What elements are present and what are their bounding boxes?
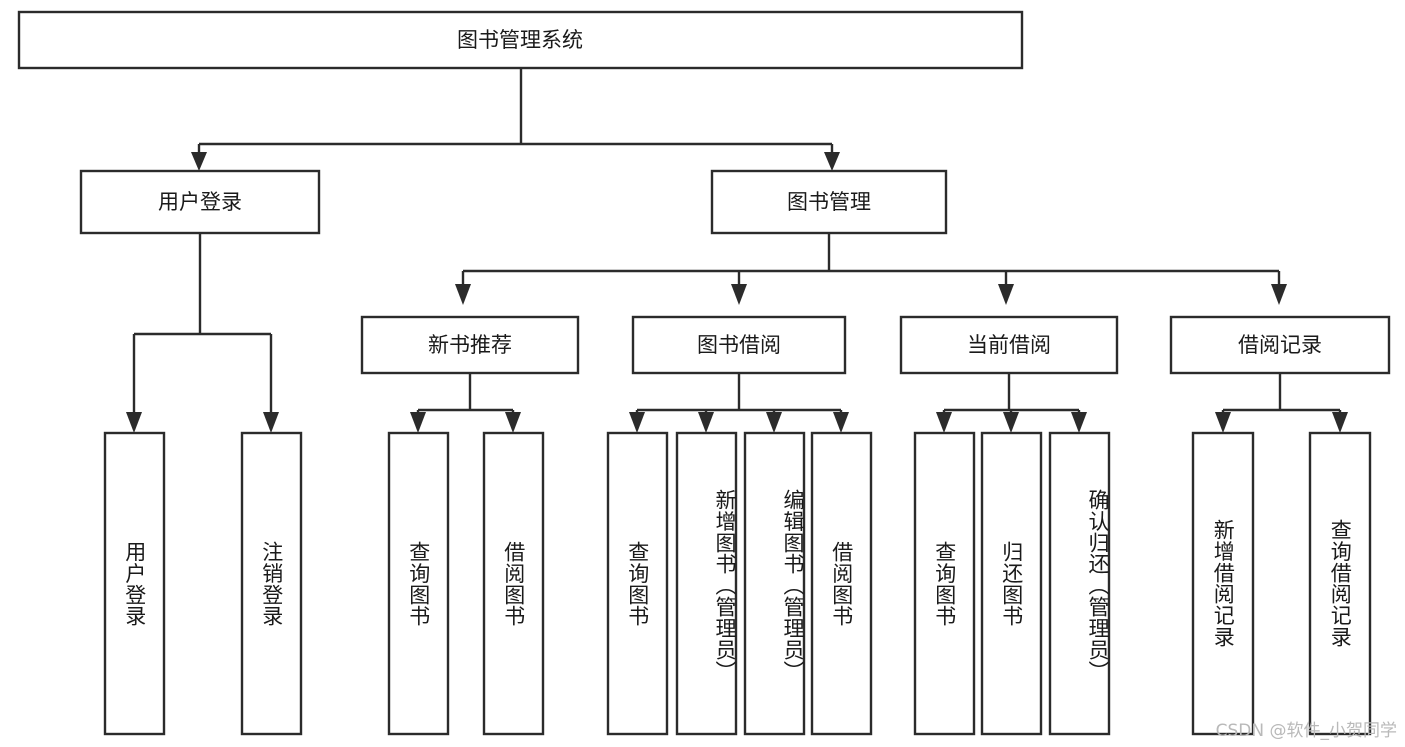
node-borrow-record[interactable]: 借阅记录	[1169, 315, 1391, 375]
arrow-head-icon	[191, 152, 207, 171]
arrow-head-icon	[1271, 284, 1287, 305]
node-book-manage[interactable]: 图书管理	[710, 169, 948, 235]
node-root-box[interactable]	[17, 10, 1024, 70]
node-new-book-recommend-box[interactable]	[360, 315, 580, 375]
connector-new-book-recommend-to-leaves	[410, 373, 521, 433]
node-book-manage-label: 图书管理	[787, 190, 871, 214]
arrow-head-icon	[455, 284, 471, 305]
leaf-box-confirm-return-admin[interactable]	[1048, 431, 1111, 736]
node-user-login[interactable]: 用户登录	[79, 169, 321, 235]
connector-book-borrow-to-leaves	[629, 373, 849, 433]
arrow-head-icon	[936, 412, 952, 433]
arrow-head-icon	[731, 284, 747, 305]
node-borrow-record-label: 借阅记录	[1238, 333, 1322, 357]
arrow-head-icon	[126, 412, 142, 433]
leaf-box-query-borrow-record[interactable]	[1308, 431, 1372, 736]
arrow-head-icon	[698, 412, 714, 433]
arrow-head-icon	[629, 412, 645, 433]
leaf-box-query-book-3[interactable]	[913, 431, 976, 736]
connector-borrow-record-to-leaves	[1215, 373, 1348, 433]
connector-book-manage-to-level3	[455, 233, 1287, 305]
connector-root-to-level2	[191, 68, 840, 171]
leaf-box-add-borrow-record[interactable]	[1191, 431, 1255, 736]
leaf-box-borrow-book-2[interactable]	[810, 431, 873, 736]
arrow-head-icon	[1071, 412, 1087, 433]
leaf-box-edit-book-admin[interactable]	[743, 431, 806, 736]
node-user-login-label: 用户登录	[158, 190, 242, 214]
arrow-head-icon	[1003, 412, 1019, 433]
node-book-borrow-label: 图书借阅	[697, 333, 781, 357]
arrow-head-icon	[263, 412, 279, 433]
leaf-box-return-book[interactable]	[980, 431, 1043, 736]
connector-current-borrow-to-leaves	[936, 373, 1087, 433]
leaf-box-user-login[interactable]	[103, 431, 166, 736]
node-root[interactable]: 图书管理系统	[17, 10, 1024, 70]
arrow-head-icon	[410, 412, 426, 433]
arrow-head-icon	[824, 152, 840, 171]
leaf-box-borrow-book-1[interactable]	[482, 431, 545, 736]
node-new-book-recommend[interactable]: 新书推荐	[360, 315, 580, 375]
node-new-book-recommend-label: 新书推荐	[428, 333, 512, 357]
arrow-head-icon	[833, 412, 849, 433]
arrow-head-icon	[766, 412, 782, 433]
csdn-watermark: CSDN @软件_小贺同学	[1215, 721, 1397, 741]
node-current-borrow-label: 当前借阅	[967, 333, 1051, 357]
node-current-borrow-box[interactable]	[899, 315, 1119, 375]
arrow-head-icon	[998, 284, 1014, 305]
leaf-box-logout-login[interactable]	[240, 431, 303, 736]
node-current-borrow[interactable]: 当前借阅	[899, 315, 1119, 375]
node-book-borrow[interactable]: 图书借阅	[631, 315, 847, 375]
arrow-head-icon	[1215, 412, 1231, 433]
connector-user-login-to-leaves	[126, 233, 279, 433]
arrow-head-icon	[505, 412, 521, 433]
leaf-box-add-book-admin[interactable]	[675, 431, 738, 736]
arrow-head-icon	[1332, 412, 1348, 433]
leaf-box-query-book-2[interactable]	[606, 431, 669, 736]
leaf-box-query-book-1[interactable]	[387, 431, 450, 736]
node-user-login-box[interactable]	[79, 169, 321, 235]
node-root-label: 图书管理系统	[457, 28, 583, 52]
